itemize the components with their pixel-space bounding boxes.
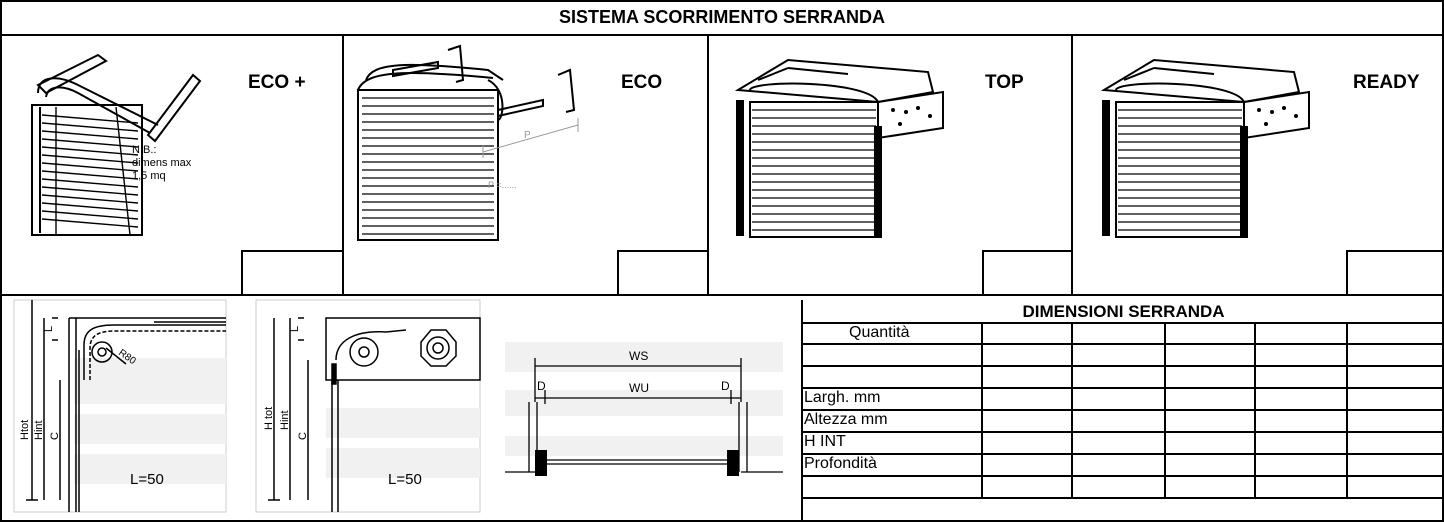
ready-checkbox[interactable] [1346,250,1444,296]
top-shutter-drawing [734,58,944,238]
title-bar: SISTEMA SCORRIMENTO SERRANDA [0,0,1444,36]
row-label-h-int: H INT [804,433,846,450]
diagram3-ws: WS [629,349,648,363]
eco-depth-field: P =...... [488,180,517,190]
eco-plus-shutter-drawing: N.B.: dimens max 1,5 mq [31,53,202,236]
diagram3-d-left: D [537,379,546,393]
diagram1-c: C [49,432,61,440]
ready-shutter-drawing [1100,58,1310,238]
table-hline [801,475,1444,477]
row-label-altezza: Altezza mm [804,411,888,428]
dimensions-table: DIMENSIONI SERRANDA [801,300,1444,522]
table-hline [801,453,1444,455]
table-hline [801,431,1444,433]
table-hline [801,343,1444,345]
dimensions-title: DIMENSIONI SERRANDA [1022,302,1225,321]
models-row-bottom [0,294,1444,296]
eco-plus-note-line-1: N.B.: [132,144,156,156]
model-label-eco-plus: ECO + [248,72,306,93]
eco-plus-checkbox[interactable] [241,250,344,296]
top-checkbox[interactable] [982,250,1073,296]
table-vline [1071,322,1073,497]
diagram2-hint: Hint [279,410,291,430]
col-divider-1 [342,36,344,294]
col-divider-3 [1071,36,1073,294]
diagram2-c: C [297,432,309,440]
table-hline [801,409,1444,411]
eco-plus-note-line-2: dimens max [132,157,192,169]
section-diagram-plan: WS WU D D [505,342,783,484]
diagram2-l: L [289,326,301,332]
cell-quantita-top[interactable] [1166,324,1252,343]
eco-shutter-drawing: P P =...... [357,44,579,241]
diagram2-htot: H tot [263,407,275,430]
eco-plus-note-line-3: 1,5 mq [132,170,166,182]
table-hline [801,322,1444,324]
diagram1-bottom-label: L=50 [130,471,164,488]
diagram1-l: L [43,326,55,332]
diagram1-htot: Htot [19,420,31,440]
table-hline [801,387,1444,389]
eco-checkbox[interactable] [617,250,709,296]
row-label-larghezza: Largh. mm [804,389,881,406]
diagram2-bottom-label: L=50 [388,471,422,488]
cell-quantita-eco[interactable] [1073,324,1162,343]
model-label-ready: READY [1353,72,1420,93]
section-diagram-motor: L H tot Hint C L=50 [255,299,481,513]
row-label-quantita: Quantità [849,324,910,341]
row-label-profondita: Profondità [804,455,877,472]
table-vline [1346,322,1348,497]
section-diagram-eco-plus: L Htot Hint C R80 L=50 [13,299,227,513]
model-label-eco: ECO [621,72,663,93]
eco-depth-label: P [524,130,531,141]
cell-quantita-eco-plus[interactable] [983,324,1069,343]
col-divider-2 [707,36,709,294]
cell-quantita-extra[interactable] [1348,324,1442,343]
table-hline [801,365,1444,367]
table-vline [981,322,983,497]
diagram3-wu: WU [629,381,649,395]
diagram3-d-right: D [721,379,730,393]
model-label-top: TOP [985,72,1024,93]
diagram1-hint: Hint [33,420,45,440]
table-vline [1164,322,1166,497]
table-hline [801,497,1444,499]
table-vline [1254,322,1256,497]
page-title: SISTEMA SCORRIMENTO SERRANDA [558,7,886,27]
cell-quantita-ready[interactable] [1256,324,1344,343]
